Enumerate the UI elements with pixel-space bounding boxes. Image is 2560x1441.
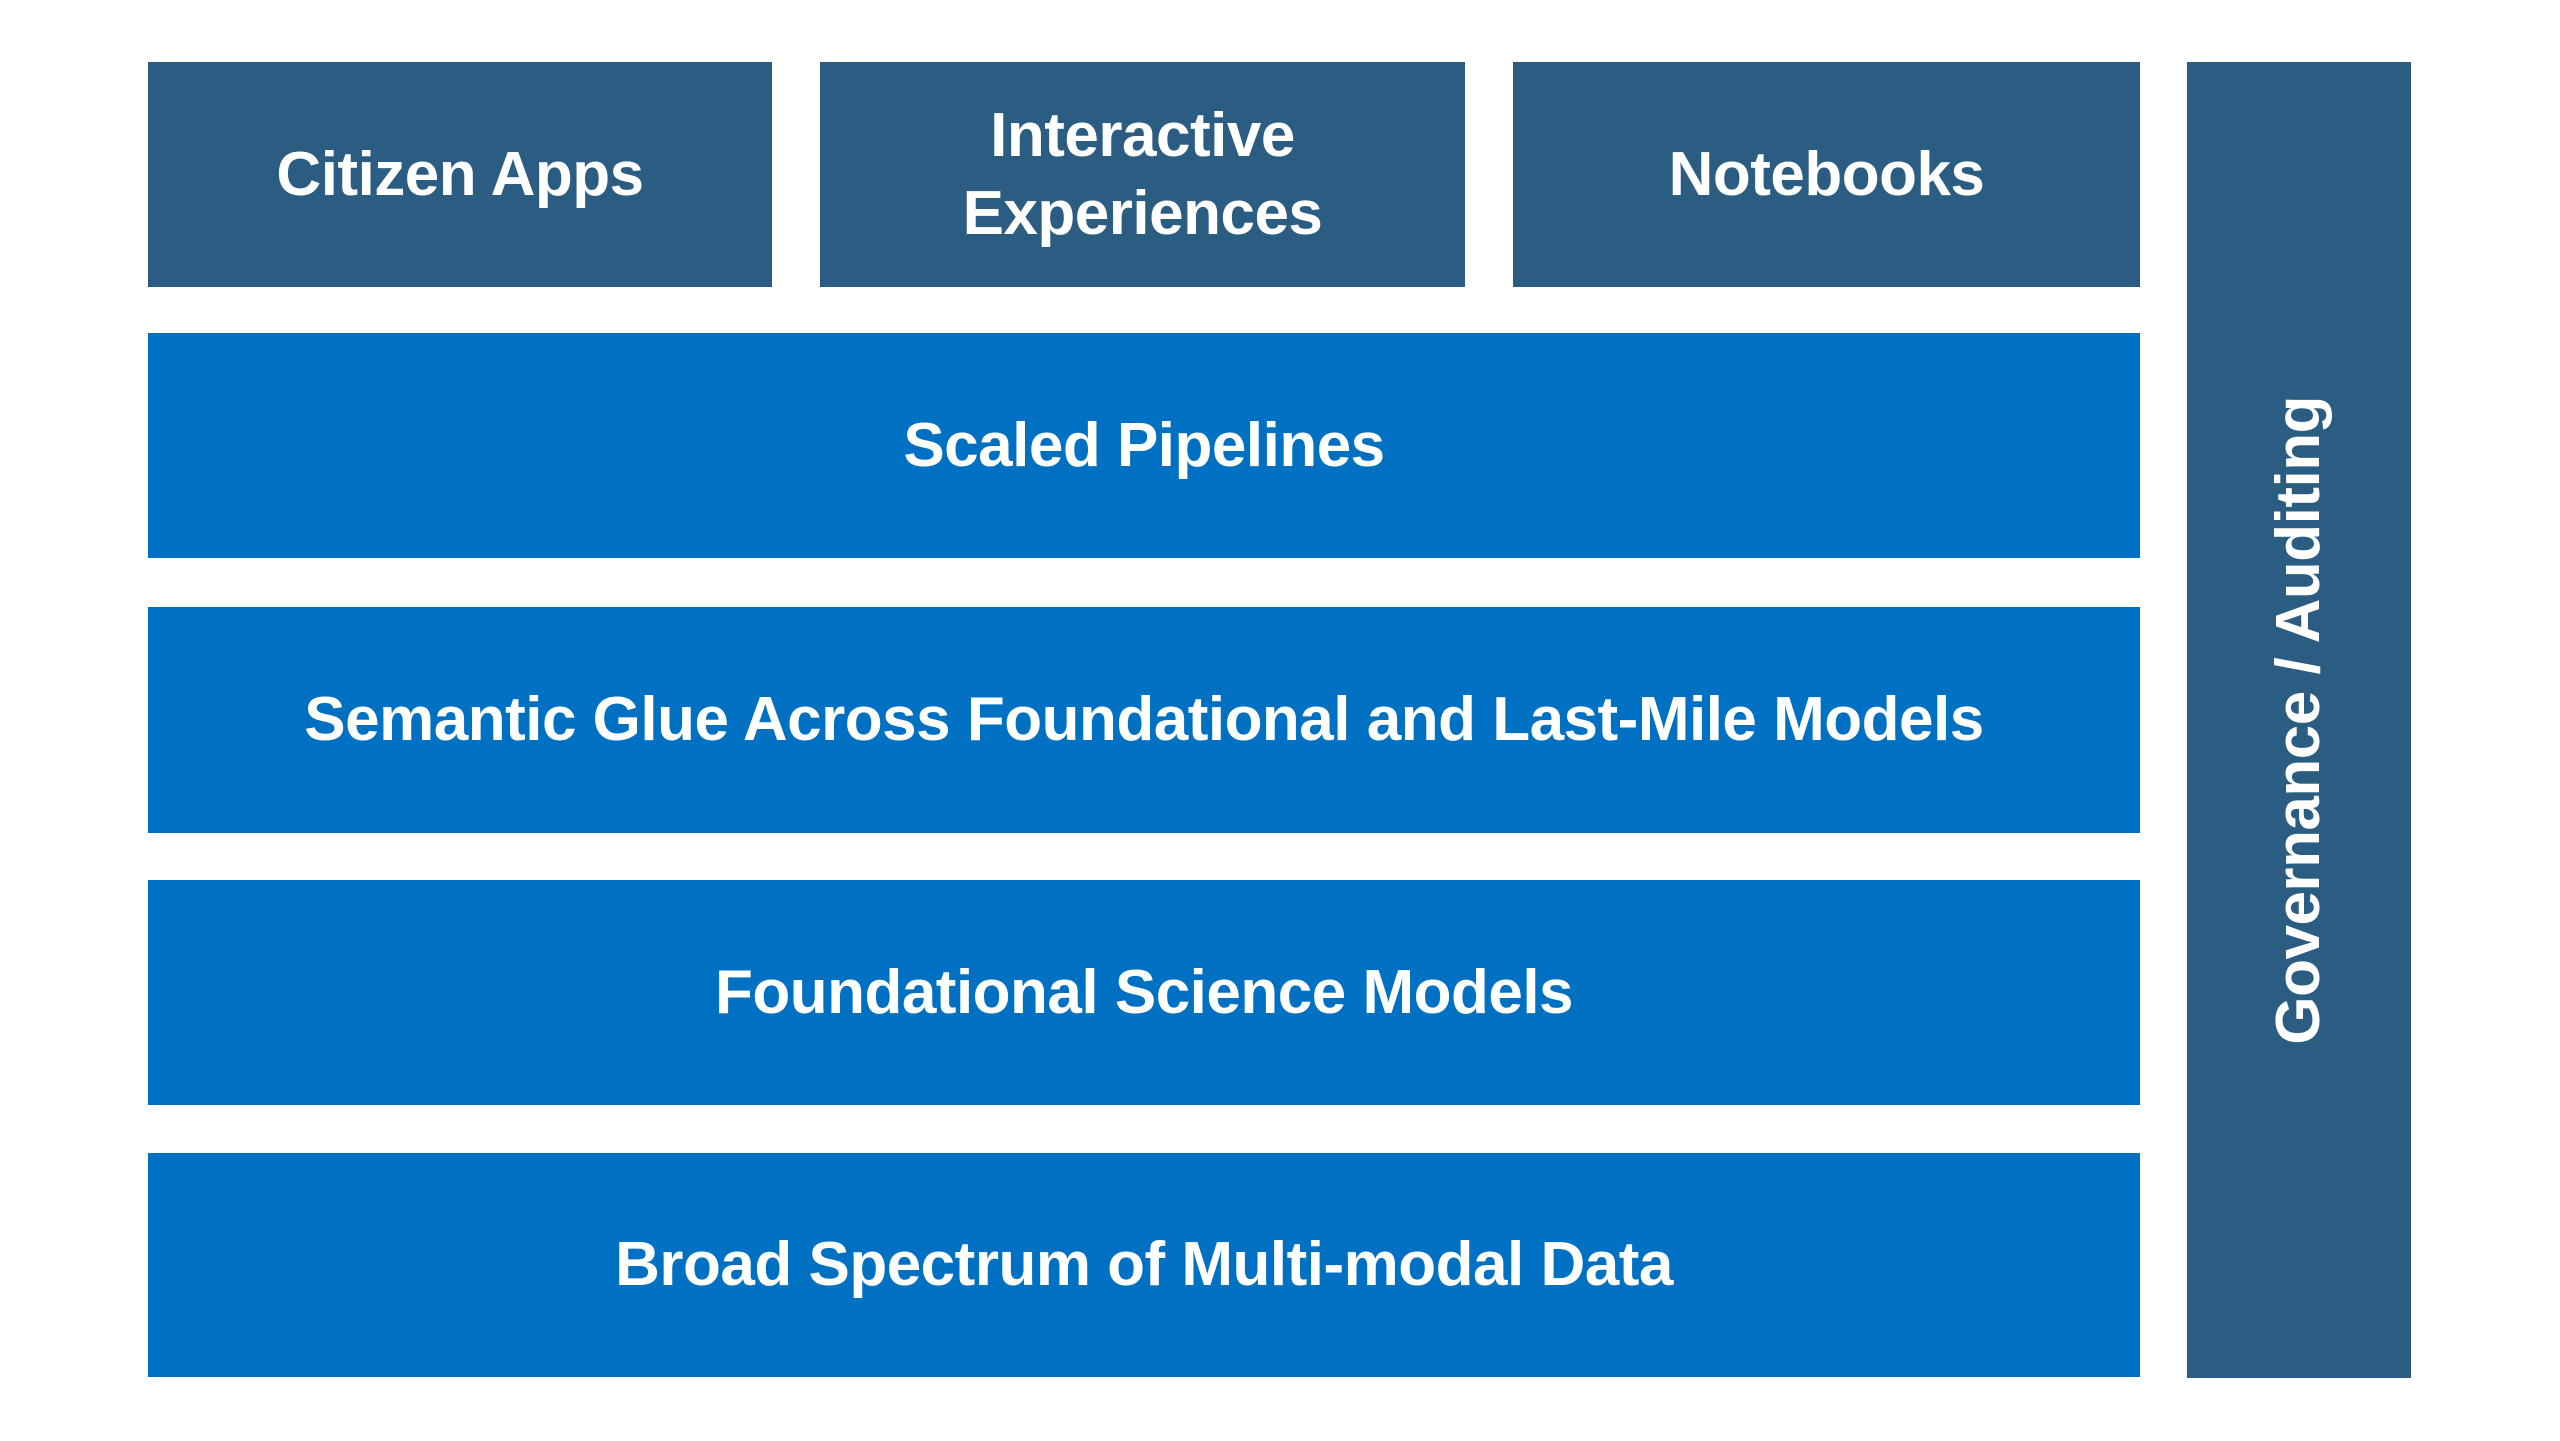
semantic-glue-label: Semantic Glue Across Foundational and La… — [304, 685, 1984, 755]
foundational-science-models-label: Foundational Science Models — [714, 957, 1574, 1027]
governance-auditing-bar: Governance / Auditing — [2187, 62, 2411, 1378]
notebooks-box: Notebooks — [1513, 62, 2140, 287]
foundational-science-models-layer: Foundational Science Models — [148, 880, 2140, 1105]
broad-spectrum-data-layer: Broad Spectrum of Multi-modal Data — [148, 1153, 2140, 1377]
governance-auditing-label: Governance / Auditing — [2264, 395, 2334, 1045]
semantic-glue-layer: Semantic Glue Across Foundational and La… — [148, 607, 2140, 833]
interactive-experiences-box: Interactive Experiences — [820, 62, 1465, 287]
scaled-pipelines-label: Scaled Pipelines — [903, 410, 1385, 480]
interactive-experiences-label: Interactive Experiences — [962, 101, 1323, 248]
scaled-pipelines-layer: Scaled Pipelines — [148, 333, 2140, 558]
citizen-apps-box: Citizen Apps — [148, 62, 772, 287]
notebooks-label: Notebooks — [1668, 139, 1985, 209]
citizen-apps-label: Citizen Apps — [276, 139, 644, 209]
broad-spectrum-data-label: Broad Spectrum of Multi-modal Data — [615, 1230, 1673, 1300]
